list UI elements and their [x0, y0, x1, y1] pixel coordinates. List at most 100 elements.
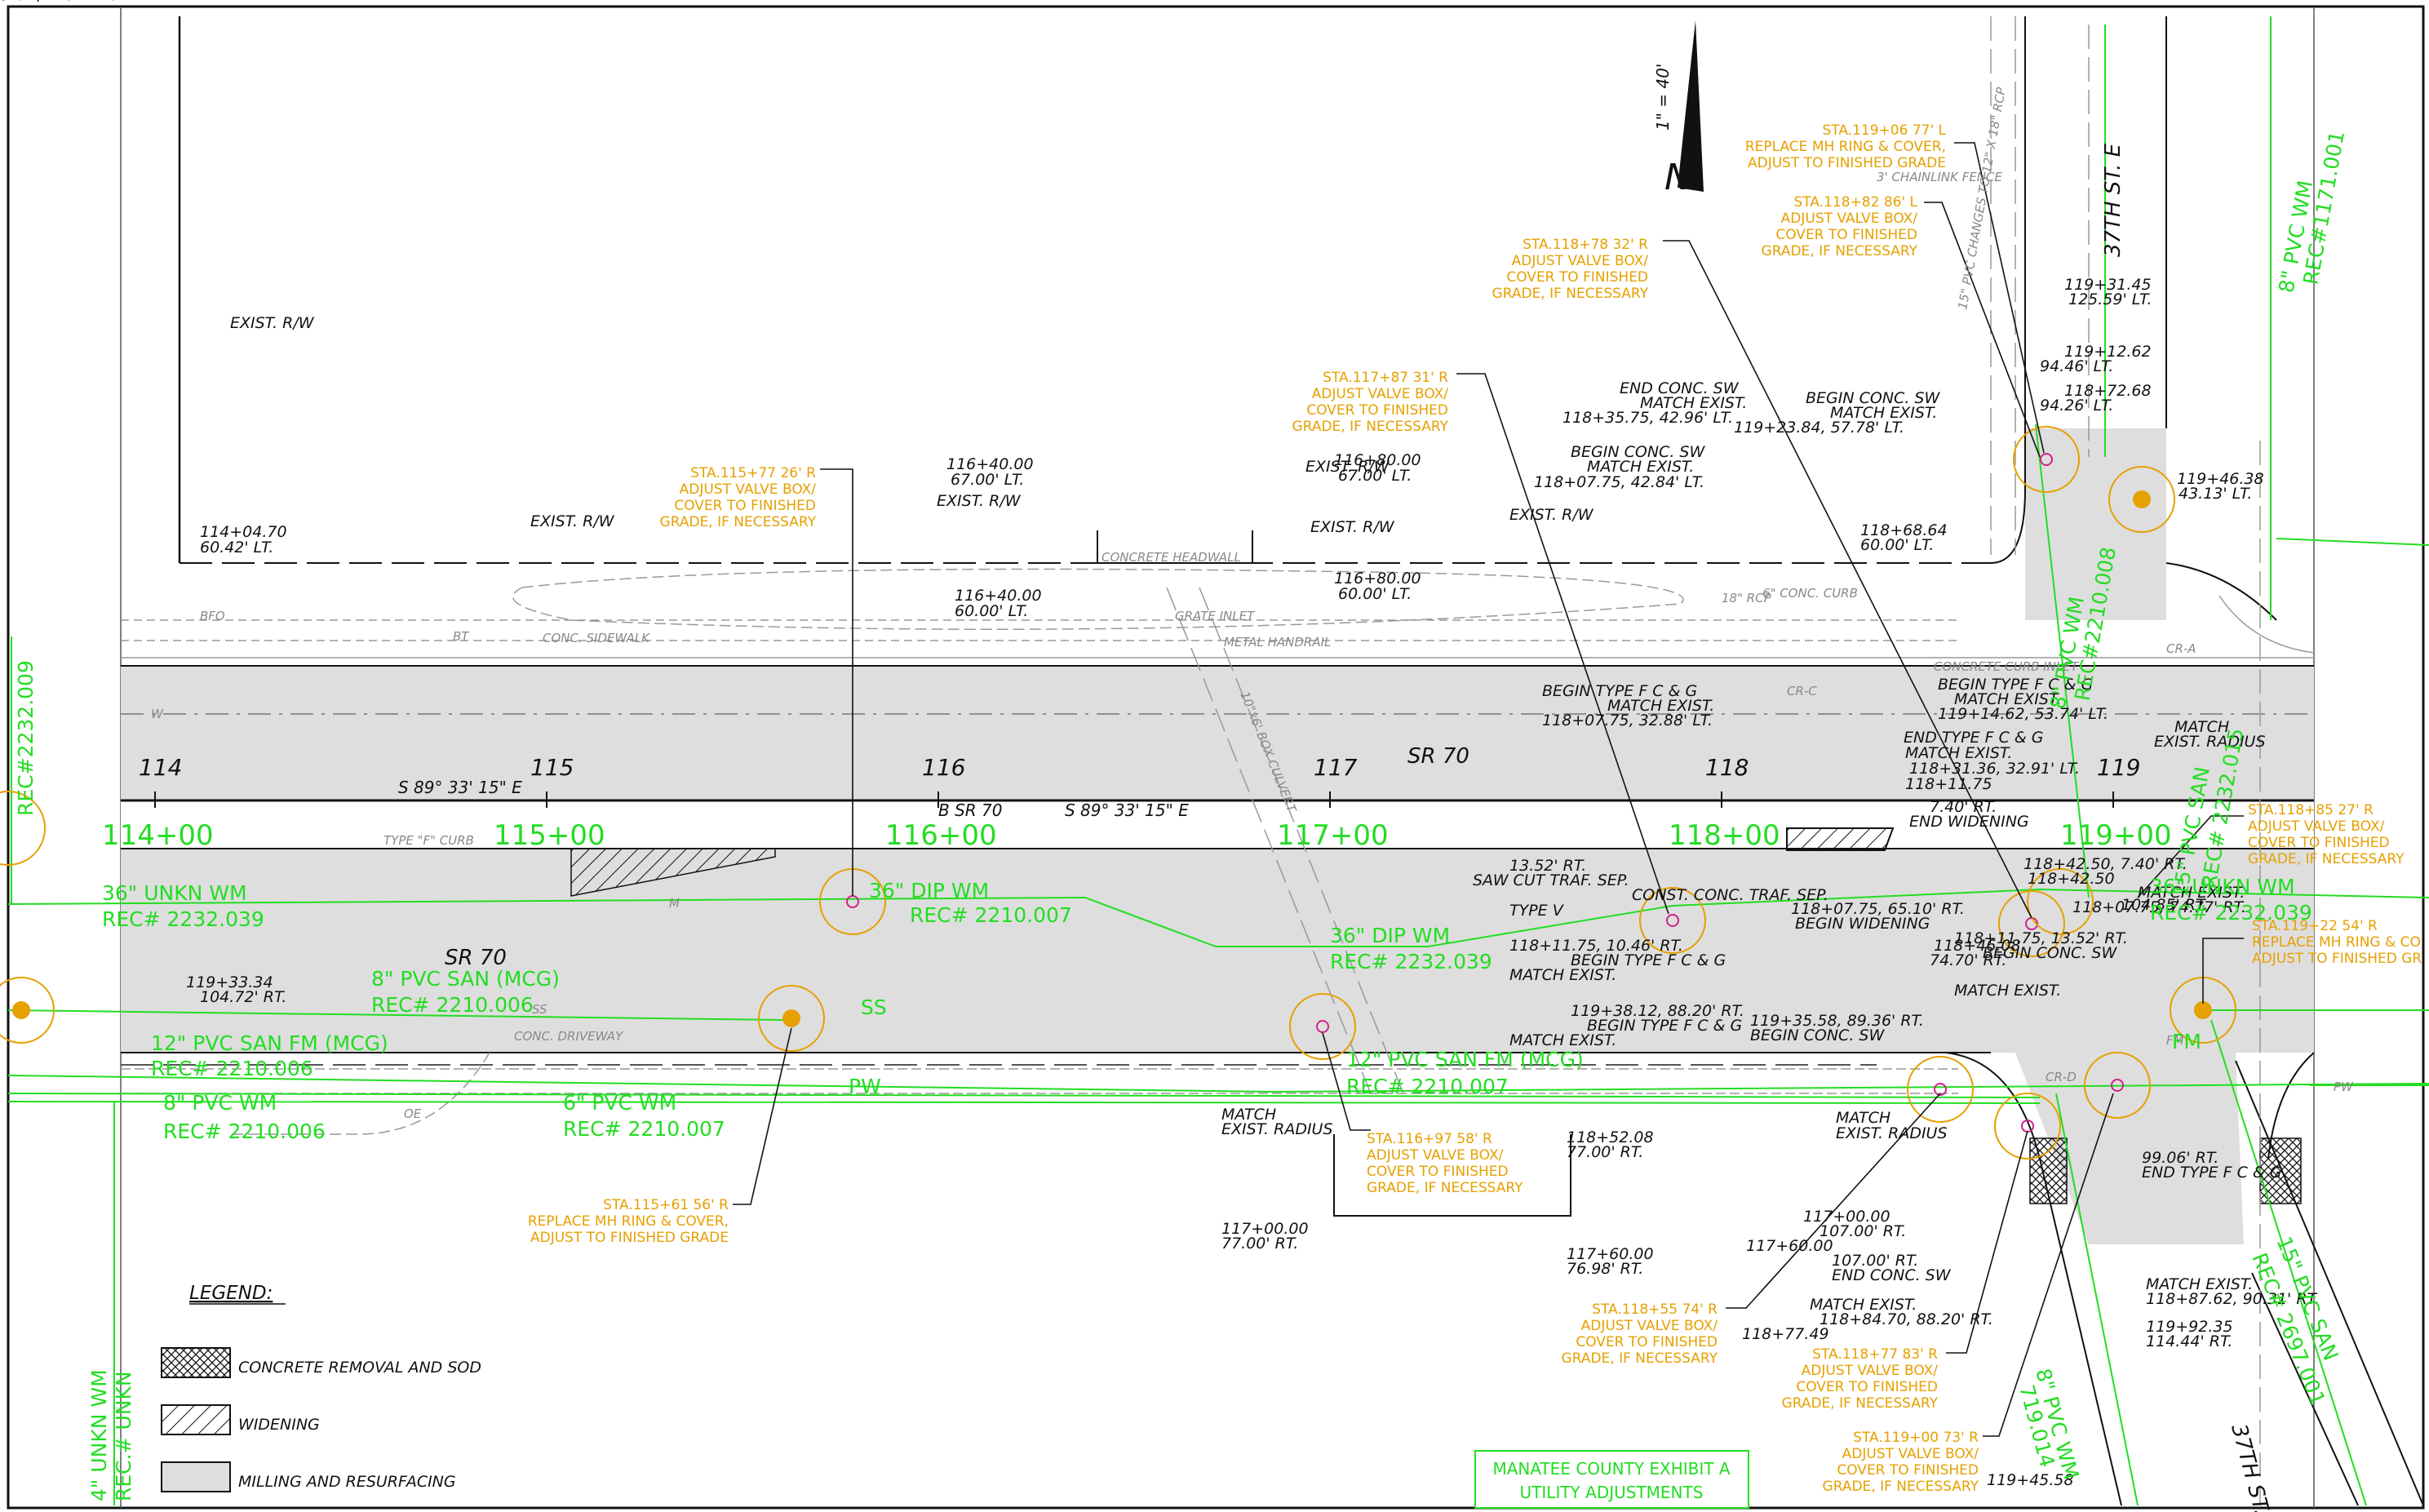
- existing-feature-label: CONCRETE CURB INLET: [1934, 659, 2080, 674]
- legend-label-milling: MILLING AND RESURFACING: [238, 1473, 456, 1491]
- dimension-label: 118+72.68: [2064, 382, 2152, 400]
- dimension-label: 60.00' LT.: [1338, 585, 1412, 603]
- road-sr70-north: SR 70: [1407, 744, 1469, 769]
- adjustment-note-text: ADJUST TO FINISHED GR: [2252, 951, 2422, 967]
- adjustment-note-station: STA.118+55 74' R: [1592, 1301, 1718, 1318]
- existing-feature-label: GRATE INLET: [1175, 609, 1256, 623]
- valve-marker: [2111, 1079, 2124, 1092]
- station-119-00: 119+00: [2060, 819, 2172, 852]
- valve-marker: [2040, 453, 2053, 466]
- dimension-label: 118+52.08: [1567, 1128, 1654, 1146]
- manhole-marker: [2194, 1001, 2212, 1019]
- existing-feature-label: TYPE "F" CURB: [383, 833, 474, 848]
- dimension-label: 118+07.75, 42.84' LT.: [1534, 473, 1704, 491]
- dimension-label: 119+38.12, 88.20' RT.: [1571, 1002, 1744, 1020]
- milling-sr70-south: [121, 849, 2314, 1053]
- existing-feature-label: OE: [404, 1106, 422, 1121]
- cross-street-south: 37TH ST. E: [2226, 1421, 2279, 1512]
- wm-8-line: [7, 1093, 2041, 1098]
- adjustment-note-station: STA.118+78 32' R: [1523, 237, 1648, 253]
- dimension-label: 118+11.75, 13.52' RT.: [1954, 929, 2128, 947]
- manhole-marker: [12, 1001, 30, 1019]
- adjustment-note-text: COVER TO FINISHED: [1506, 269, 1648, 286]
- existing-features-gray: [121, 16, 2315, 1505]
- legend: LEGEND: CONCRETE REMOVAL AND SOD WIDENIN…: [161, 1283, 481, 1492]
- dimension-label: END CONC. SW: [1620, 379, 1740, 397]
- dimension-label: END WIDENING: [1909, 813, 2029, 831]
- dimension-label: TYPE V: [1509, 902, 1565, 920]
- existing-feature-label: 3' CHAINLINK FENCE: [1877, 170, 2002, 184]
- existing-feature-label: CR-C: [1787, 684, 1817, 698]
- dimension-label: MATCH EXIST.: [1954, 690, 2061, 708]
- legend-label-widening: WIDENING: [238, 1416, 320, 1434]
- dimension-label: END CONC. SW: [1832, 1266, 1952, 1284]
- utility-label: 4" UNKN WM: [87, 1369, 111, 1501]
- dimension-label: 13.52' RT.: [1509, 857, 1586, 875]
- existing-feature-label: FM: [2166, 1033, 2184, 1048]
- adjustment-note-text: ADJUST VALVE BOX/: [1512, 253, 1649, 269]
- dimension-label: 118+87.62, 90.31' RT.: [2146, 1290, 2320, 1308]
- dimension-label: 116+80.00: [1334, 570, 1421, 588]
- scale-label: 1" = 40': [1653, 64, 1673, 131]
- north-arrow-label: N: [1664, 157, 1691, 198]
- adjustment-note-text: GRADE, IF NECESSARY: [1367, 1180, 1523, 1196]
- manhole-circle: [758, 985, 825, 1052]
- dimension-label: MATCH EXIST.: [1587, 458, 1694, 476]
- adjustment-note-text: ADJUST VALVE BOX/: [2248, 818, 2385, 835]
- valve-circle: [2013, 426, 2080, 493]
- baseline-ticks: [154, 791, 2114, 808]
- dimension-label: 117+00.00: [1221, 1220, 1309, 1238]
- dimension-label: 118+11.75, 10.46' RT.: [1509, 937, 1683, 955]
- adjustment-note-text: COVER TO FINISHED: [1837, 1462, 1979, 1479]
- station-labels-top: 114 115 116 117 118 119: [139, 754, 2140, 781]
- utility-label: 8" PVC WM: [163, 1091, 277, 1115]
- dimension-label: EXIST. R/W: [530, 512, 615, 530]
- utility-label: REC# 2210.006: [371, 993, 534, 1017]
- utility-label: REC# 2210.007: [563, 1117, 725, 1141]
- adjustment-note-text: ADJUST VALVE BOX/: [1312, 386, 1449, 402]
- dimension-label: 67.00' LT.: [1338, 467, 1412, 485]
- dimension-label: 77.00' RT.: [1221, 1235, 1298, 1253]
- existing-feature-label: SS: [532, 1002, 547, 1017]
- utility-label: REC# 2232.039: [2150, 901, 2312, 924]
- adjustment-note-station: STA.118+85 27' R: [2248, 802, 2374, 818]
- existing-feature-label: 6" CONC. CURB: [1762, 586, 1858, 601]
- valve-marker: [1316, 1020, 1329, 1033]
- adjustment-note-text: ADJUST VALVE BOX/: [1367, 1147, 1504, 1164]
- dimension-label: 118+07.75, 32.88' LT.: [1542, 712, 1713, 729]
- dimension-label: MATCH: [2174, 718, 2229, 736]
- dimension-label: 119+31.45: [2064, 276, 2152, 294]
- adjustment-note-text: ADJUST TO FINISHED GRADE: [1748, 155, 1946, 171]
- dimension-label: MATCH EXIST.: [1810, 1296, 1917, 1314]
- title-line-1: MANATEE COUNTY EXHIBIT A: [1492, 1459, 1730, 1479]
- leader-lines: [733, 142, 2244, 1437]
- adjustment-note-text: REPLACE MH RING & CO: [2252, 934, 2421, 951]
- dimension-label: BEGIN TYPE F C & G: [1938, 676, 2093, 694]
- wm-6-line: [7, 1101, 2041, 1104]
- adjustment-note-text: COVER TO FINISHED: [1576, 1334, 1718, 1350]
- dimension-label: 94.26' LT.: [2040, 397, 2113, 415]
- adjustment-note-station: STA.115+61 56' R: [603, 1197, 729, 1213]
- utility-label: REC# 2232.039: [1330, 950, 1492, 973]
- legend-label-concrete-removal: CONCRETE REMOVAL AND SOD: [238, 1359, 481, 1377]
- existing-feature-label: CONC. DRIVEWAY: [514, 1029, 624, 1044]
- dimension-label: MATCH EXIST.: [1905, 744, 2012, 762]
- adjustment-note-text: ADJUST VALVE BOX/: [1781, 211, 1918, 227]
- existing-feature-label: CONC. SIDEWALK: [543, 631, 650, 645]
- adjustment-note-text: ADJUST VALVE BOX/: [1802, 1363, 1939, 1379]
- dimension-label: 118+35.75, 42.96' LT.: [1562, 409, 1733, 427]
- adjustment-note-text: COVER TO FINISHED: [1306, 402, 1448, 419]
- dimension-label: EXIST. RADIUS: [1836, 1124, 1948, 1142]
- adjustment-note-text: GRADE, IF NECESSARY: [1762, 243, 1918, 259]
- station-117: 117: [1314, 754, 1358, 781]
- dimension-label: MATCH EXIST.: [1830, 404, 1937, 422]
- dimension-label: MATCH EXIST.: [1509, 1031, 1616, 1049]
- dimension-label: 116+80.00: [1334, 451, 1421, 469]
- existing-feature-label: M: [669, 896, 680, 911]
- san-fm-12-line: [7, 1075, 2429, 1093]
- milling-sr70-north: [121, 666, 2314, 800]
- san-8-line: [7, 1009, 784, 1021]
- title-block: MANATEE COUNTY EXHIBIT A UTILITY ADJUSTM…: [1474, 1450, 1749, 1509]
- valve-circle: [2027, 868, 2094, 935]
